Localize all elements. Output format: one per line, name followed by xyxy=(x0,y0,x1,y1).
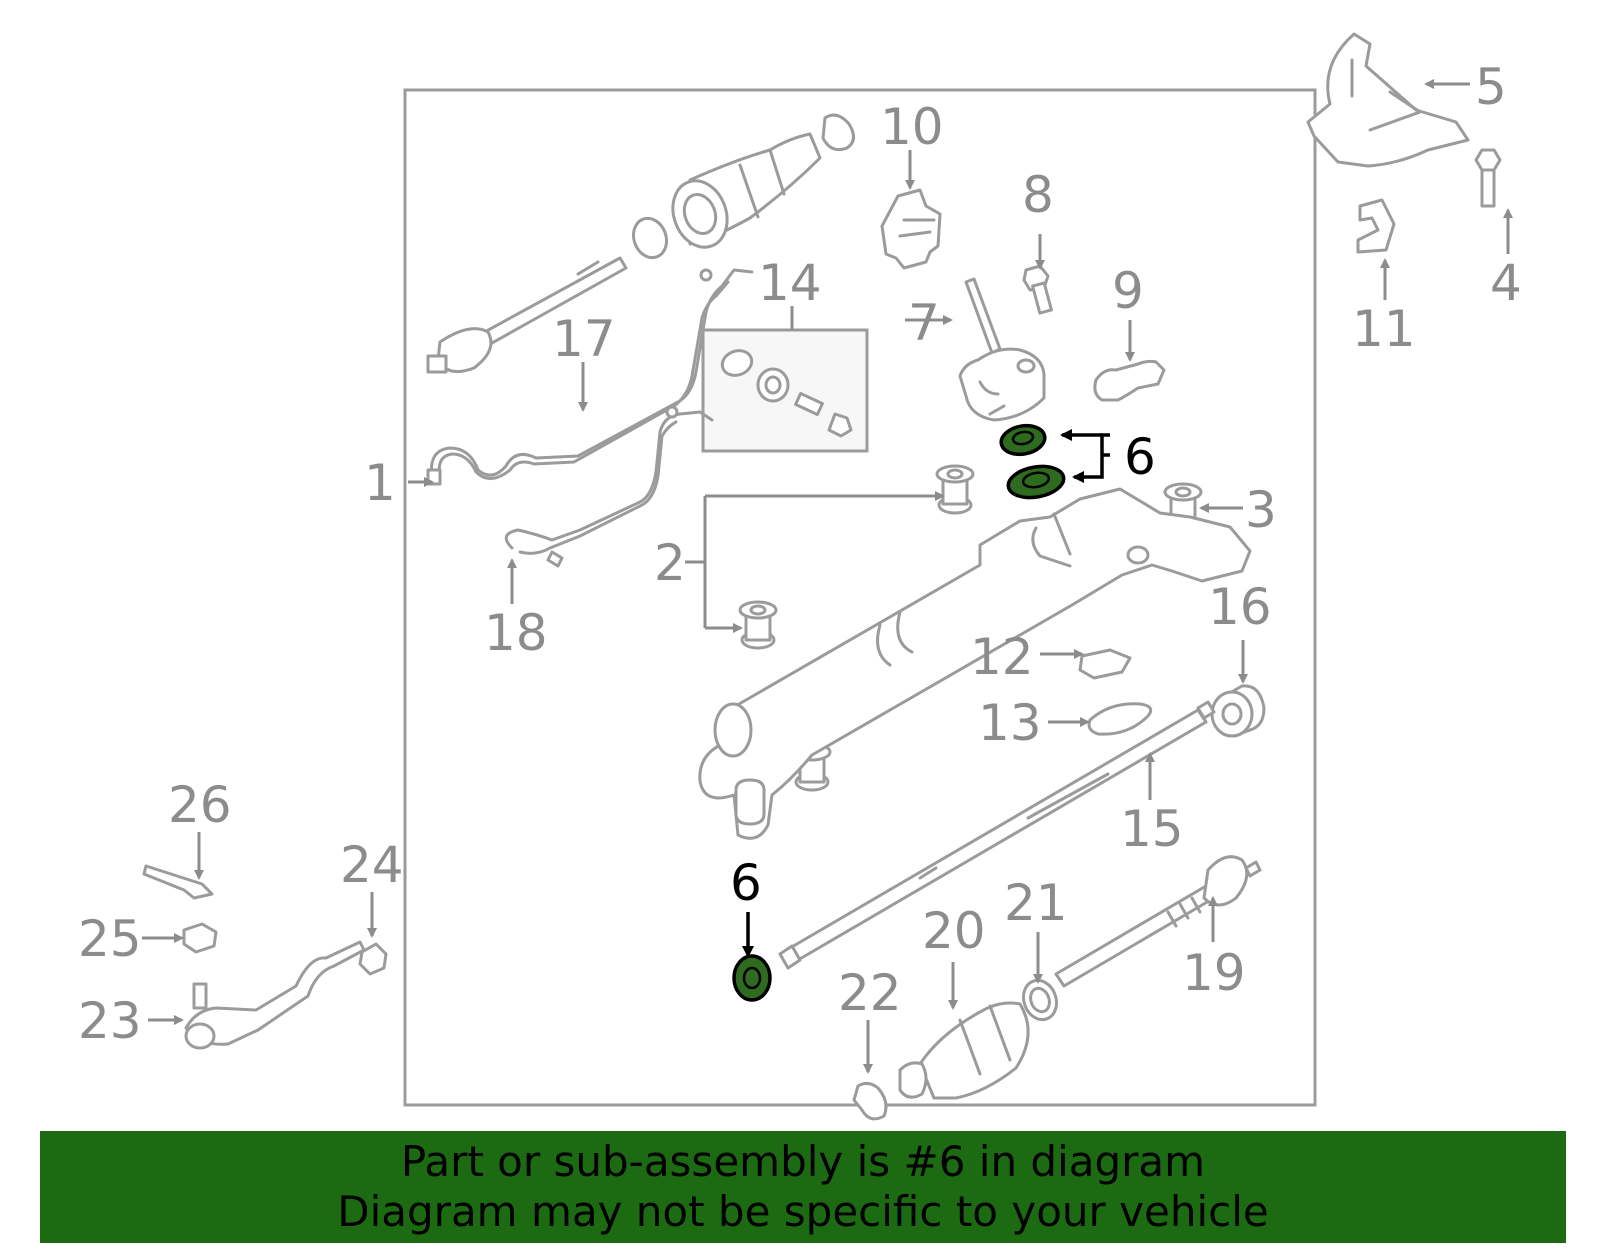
callout-2: 2 xyxy=(654,534,686,592)
callout-10: 10 xyxy=(880,98,944,156)
callout-6-lower: 6 xyxy=(730,854,762,912)
part-26-cotter-pin[interactable] xyxy=(142,864,214,900)
part-22-clamp[interactable] xyxy=(852,1081,888,1121)
callout-26: 26 xyxy=(168,776,232,834)
callout-4: 4 xyxy=(1490,254,1522,312)
part-11-clip[interactable] xyxy=(1356,198,1396,254)
part-18-return-line[interactable] xyxy=(504,405,714,568)
callout-13: 13 xyxy=(978,694,1042,752)
part-25-nut[interactable] xyxy=(182,922,218,954)
part-23-tie-rod-end[interactable] xyxy=(184,940,366,1050)
part-2-bushing-lower[interactable] xyxy=(738,600,778,650)
callout-7: 7 xyxy=(908,294,940,352)
callout-25: 25 xyxy=(78,910,142,968)
part-1-tie-rod[interactable] xyxy=(426,256,628,374)
info-banner: Part or sub-assembly is #6 in diagram Di… xyxy=(40,1131,1566,1243)
banner-line-1: Part or sub-assembly is #6 in diagram xyxy=(400,1137,1206,1186)
callout-11: 11 xyxy=(1352,300,1416,358)
part-24-nut[interactable] xyxy=(358,942,388,976)
callout-21: 21 xyxy=(1004,874,1068,932)
callout-16: 16 xyxy=(1208,578,1272,636)
part-10-valve[interactable] xyxy=(880,188,942,270)
part-14-seal-kit[interactable] xyxy=(701,328,869,453)
callout-1: 1 xyxy=(364,454,396,512)
callout-9: 9 xyxy=(1112,262,1144,320)
part-17-pressure-line[interactable] xyxy=(426,268,754,486)
callout-6-upper: 6 xyxy=(1124,428,1156,486)
callout-12: 12 xyxy=(970,628,1034,686)
callout-18: 18 xyxy=(484,604,548,662)
part-2-bushing-upper[interactable] xyxy=(935,464,975,515)
part-4-bolt[interactable] xyxy=(1474,148,1502,208)
callout-8: 8 xyxy=(1022,166,1054,224)
part-21-ring[interactable] xyxy=(1018,976,1062,1025)
part-13-cap[interactable] xyxy=(1087,702,1153,736)
part-15-rack-bar[interactable] xyxy=(778,700,1216,970)
callout-labels: 1 2 3 4 5 6 7 8 9 10 11 12 13 14 15 16 1… xyxy=(78,58,1522,1050)
callout-5: 5 xyxy=(1475,58,1507,116)
part-8-bolt[interactable] xyxy=(1022,264,1053,315)
part-7-pinion[interactable] xyxy=(958,277,1046,422)
part-12-nut[interactable] xyxy=(1078,648,1132,680)
callout-14: 14 xyxy=(758,254,822,312)
part-20-boot[interactable] xyxy=(898,1001,1030,1100)
part-16-bushing[interactable] xyxy=(1210,684,1266,738)
part-5-heat-shield[interactable] xyxy=(1306,32,1470,168)
leader-lines xyxy=(142,79,1513,1074)
callout-20: 20 xyxy=(922,902,986,960)
callout-17: 17 xyxy=(552,310,616,368)
callout-22: 22 xyxy=(838,964,902,1022)
assembly-frame xyxy=(403,88,1317,1107)
callout-3: 3 xyxy=(1245,481,1277,539)
callout-23: 23 xyxy=(78,992,142,1050)
callout-24: 24 xyxy=(340,836,404,894)
banner-line-2: Diagram may not be specific to your vehi… xyxy=(337,1187,1269,1236)
part-6-seal-upper[interactable] xyxy=(999,422,1047,457)
part-6-seal-lower[interactable] xyxy=(732,954,772,1002)
part-9-sensor[interactable] xyxy=(1093,359,1166,402)
part-6-seal-middle[interactable] xyxy=(1006,462,1066,501)
callout-15: 15 xyxy=(1120,800,1184,858)
rack-housing xyxy=(698,487,1252,840)
callout-19: 19 xyxy=(1182,944,1246,1002)
part-6-leader-lines xyxy=(742,429,1110,958)
upper-boot xyxy=(631,113,855,260)
